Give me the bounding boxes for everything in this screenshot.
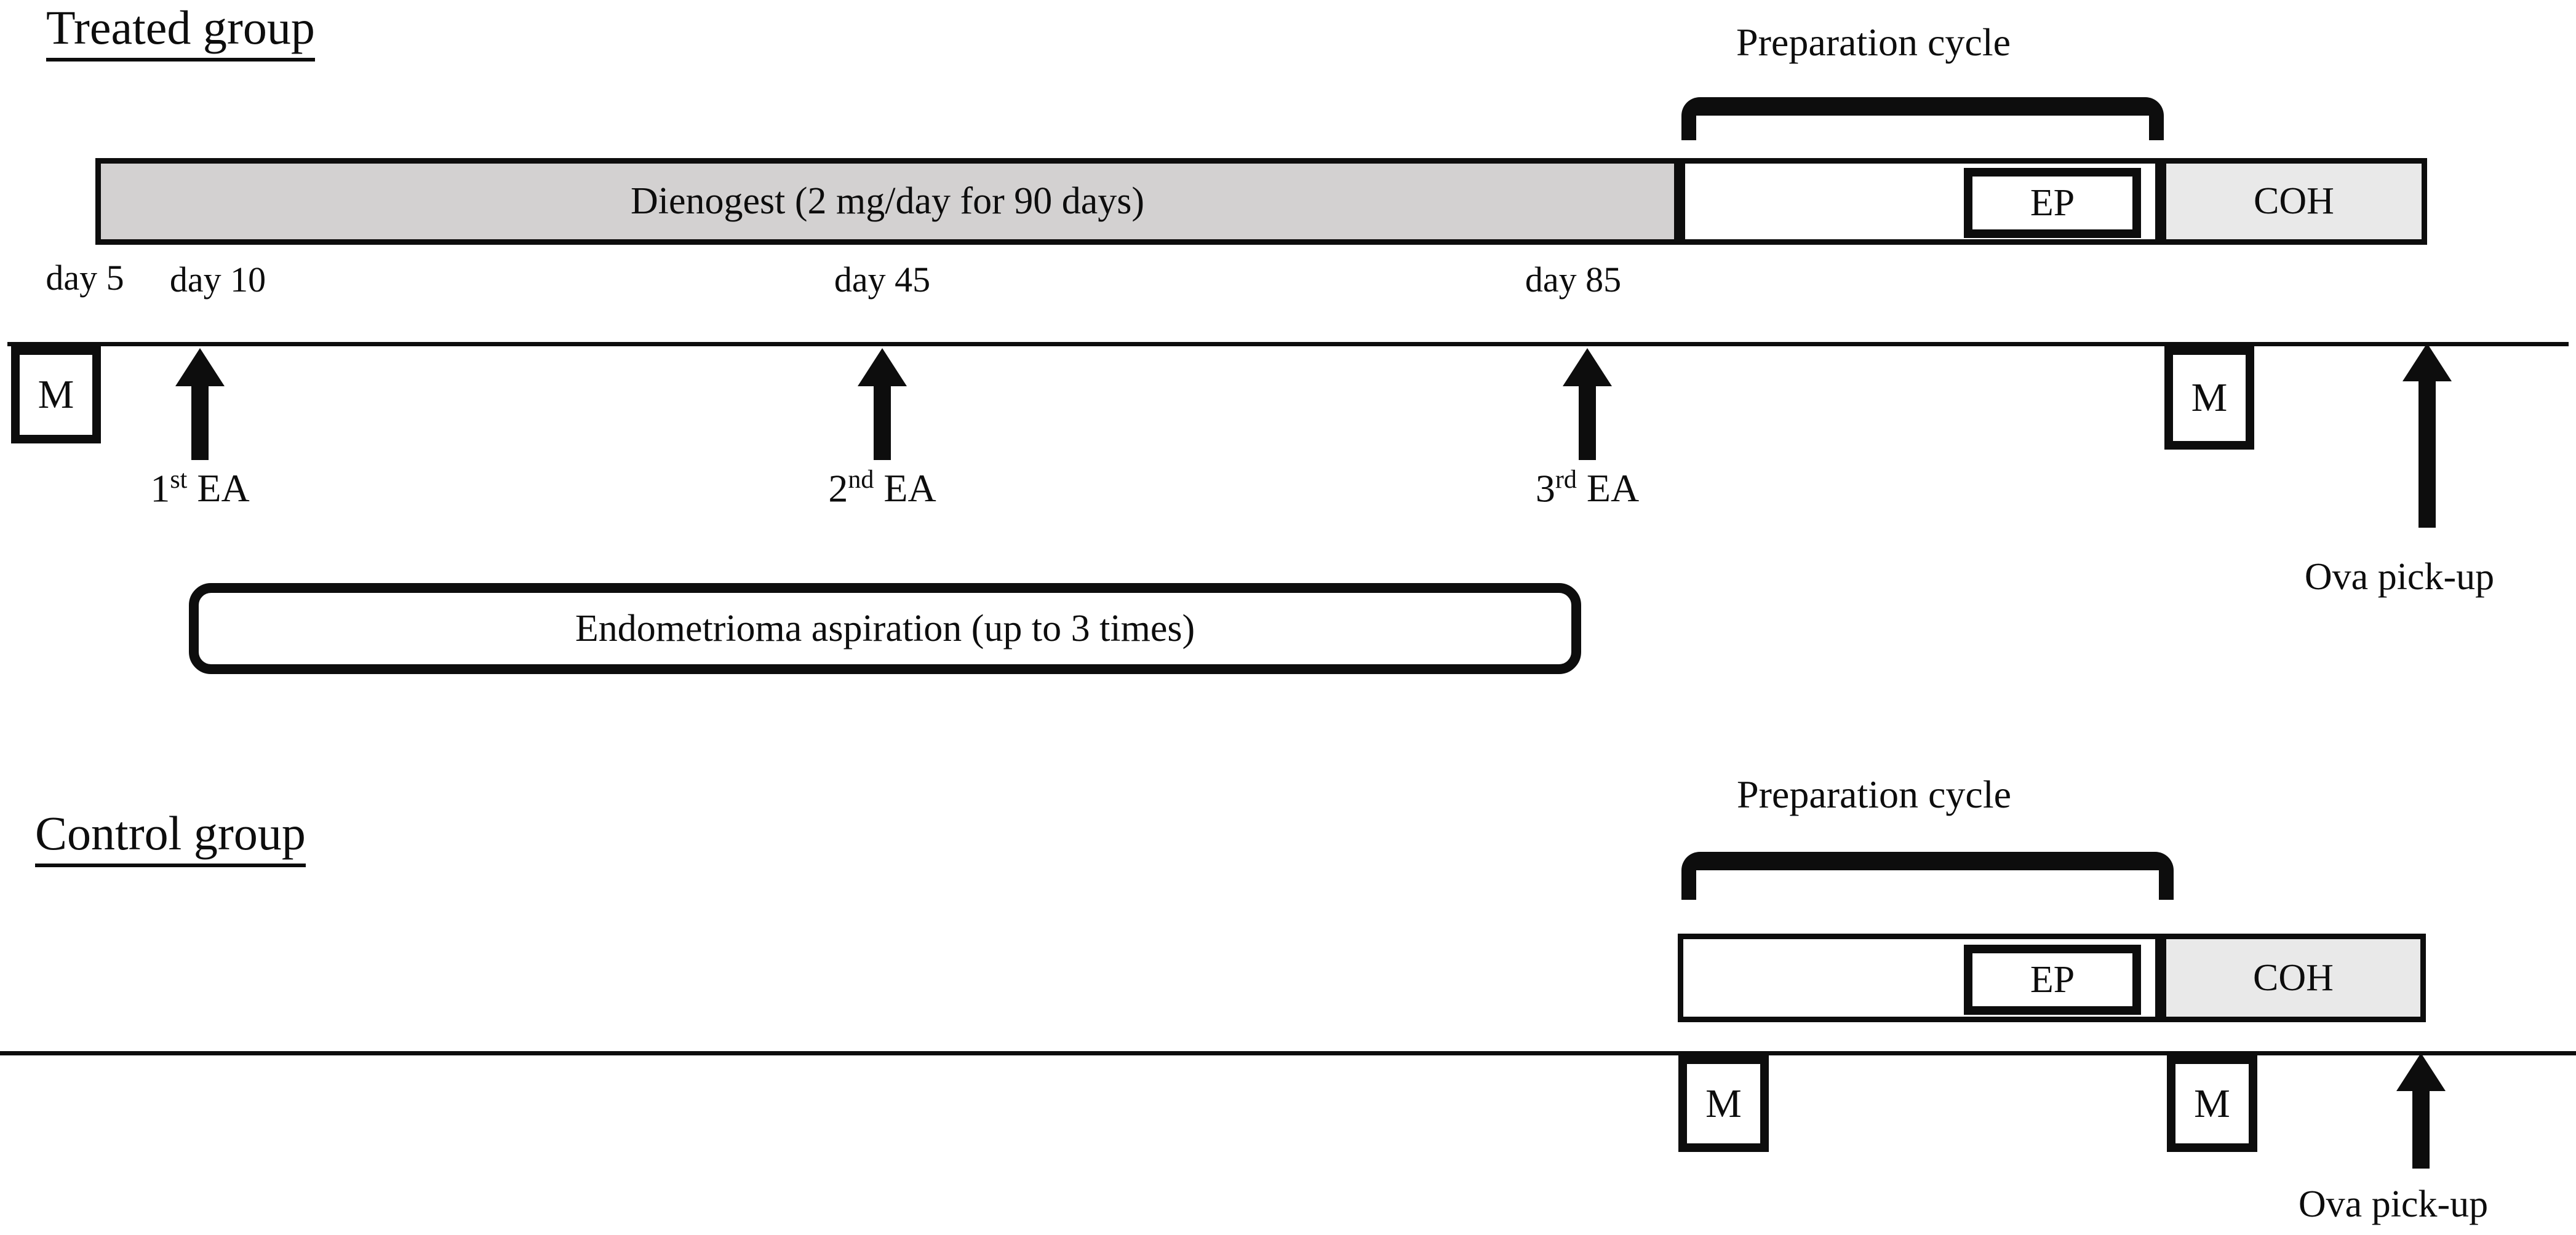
control-menstruation-box-end: M: [2167, 1055, 2257, 1152]
ea-1-arrow-icon: [175, 348, 225, 460]
treated-ep-label: EP: [2030, 181, 2075, 224]
treated-group-section-header: Treated group: [46, 4, 315, 62]
ea-1-ordinal: 1: [150, 466, 170, 510]
control-preparation-cycle-label: Preparation cycle: [1737, 772, 2011, 816]
ea-3-label: 3rd EA: [1483, 465, 1692, 511]
treated-menstruation-box-end: M: [2164, 346, 2254, 450]
ea-2-arrow-head: [858, 348, 907, 386]
ea-2-suffix: nd: [848, 466, 874, 494]
ea-1-suffix: st: [170, 466, 188, 494]
treated-ova-arrow-shaft: [2418, 381, 2436, 528]
control-timeline: [0, 1051, 2576, 1055]
treated-ova-pickup-label: Ova pick-up: [2304, 556, 2495, 598]
treated-preparation-cycle-label: Preparation cycle: [1736, 20, 2011, 64]
treated-timeline: [7, 342, 2569, 346]
treated-ova-arrow-head: [2403, 343, 2452, 381]
ea-1-arrow-shaft: [191, 386, 209, 460]
ea-3-arrow-icon: [1563, 348, 1612, 460]
treated-group-title: Treated group: [46, 4, 315, 62]
control-ova-arrow-head: [2396, 1053, 2446, 1091]
treated-coh-label: COH: [2254, 180, 2334, 222]
control-preparation-bracket-icon: [1681, 852, 2174, 900]
day-5-label: day 5: [46, 258, 124, 298]
dienogest-bar-label: Dienogest (2 mg/day for 90 days): [630, 180, 1145, 222]
treated-ova-pickup-arrow-icon: [2403, 343, 2452, 528]
control-coh-label: COH: [2253, 956, 2334, 999]
control-ep-box: EP: [1964, 945, 2141, 1015]
control-ova-pickup-arrow-icon: [2396, 1053, 2446, 1169]
control-ova-pickup-label: Ova pick-up: [2298, 1183, 2489, 1225]
ea-3-name: EA: [1586, 466, 1640, 510]
treated-ep-box: EP: [1964, 168, 2141, 238]
ea-2-name: EA: [883, 466, 936, 510]
ea-3-ordinal: 3: [1535, 466, 1555, 510]
endometrioma-aspiration-label: Endometrioma aspiration (up to 3 times): [575, 607, 1195, 649]
ea-2-ordinal: 2: [828, 466, 848, 510]
control-menstruation-box-start: M: [1678, 1055, 1769, 1152]
ea-1-label: 1st EA: [95, 465, 305, 511]
dienogest-bar: Dienogest (2 mg/day for 90 days): [95, 158, 1680, 245]
ea-2-arrow-icon: [858, 348, 907, 460]
control-ep-label: EP: [2030, 958, 2075, 1001]
ea-2-label: 2nd EA: [778, 465, 987, 511]
control-menstruation-label-end: M: [2194, 1081, 2230, 1126]
ea-1-arrow-head: [175, 348, 225, 386]
treated-coh-box: COH: [2161, 158, 2427, 245]
ea-1-name: EA: [197, 466, 250, 510]
control-group-section-header: Control group: [35, 809, 306, 867]
control-coh-box: COH: [2161, 934, 2426, 1022]
ea-3-arrow-shaft: [1579, 386, 1596, 460]
control-ova-arrow-shaft: [2412, 1091, 2430, 1169]
treated-menstruation-box-start: M: [11, 346, 101, 443]
ea-3-arrow-head: [1563, 348, 1612, 386]
control-group-title: Control group: [35, 809, 306, 867]
treated-menstruation-label-end: M: [2191, 375, 2228, 420]
day-45-label: day 45: [834, 260, 931, 300]
endometrioma-aspiration-box: Endometrioma aspiration (up to 3 times): [189, 583, 1581, 674]
treated-menstruation-label-start: M: [38, 372, 74, 417]
ea-2-arrow-shaft: [874, 386, 891, 460]
control-menstruation-label-start: M: [1705, 1081, 1742, 1126]
day-10-label: day 10: [169, 260, 266, 300]
treated-preparation-bracket-icon: [1681, 97, 2164, 140]
ea-3-suffix: rd: [1555, 466, 1577, 494]
day-85-label: day 85: [1525, 260, 1622, 300]
